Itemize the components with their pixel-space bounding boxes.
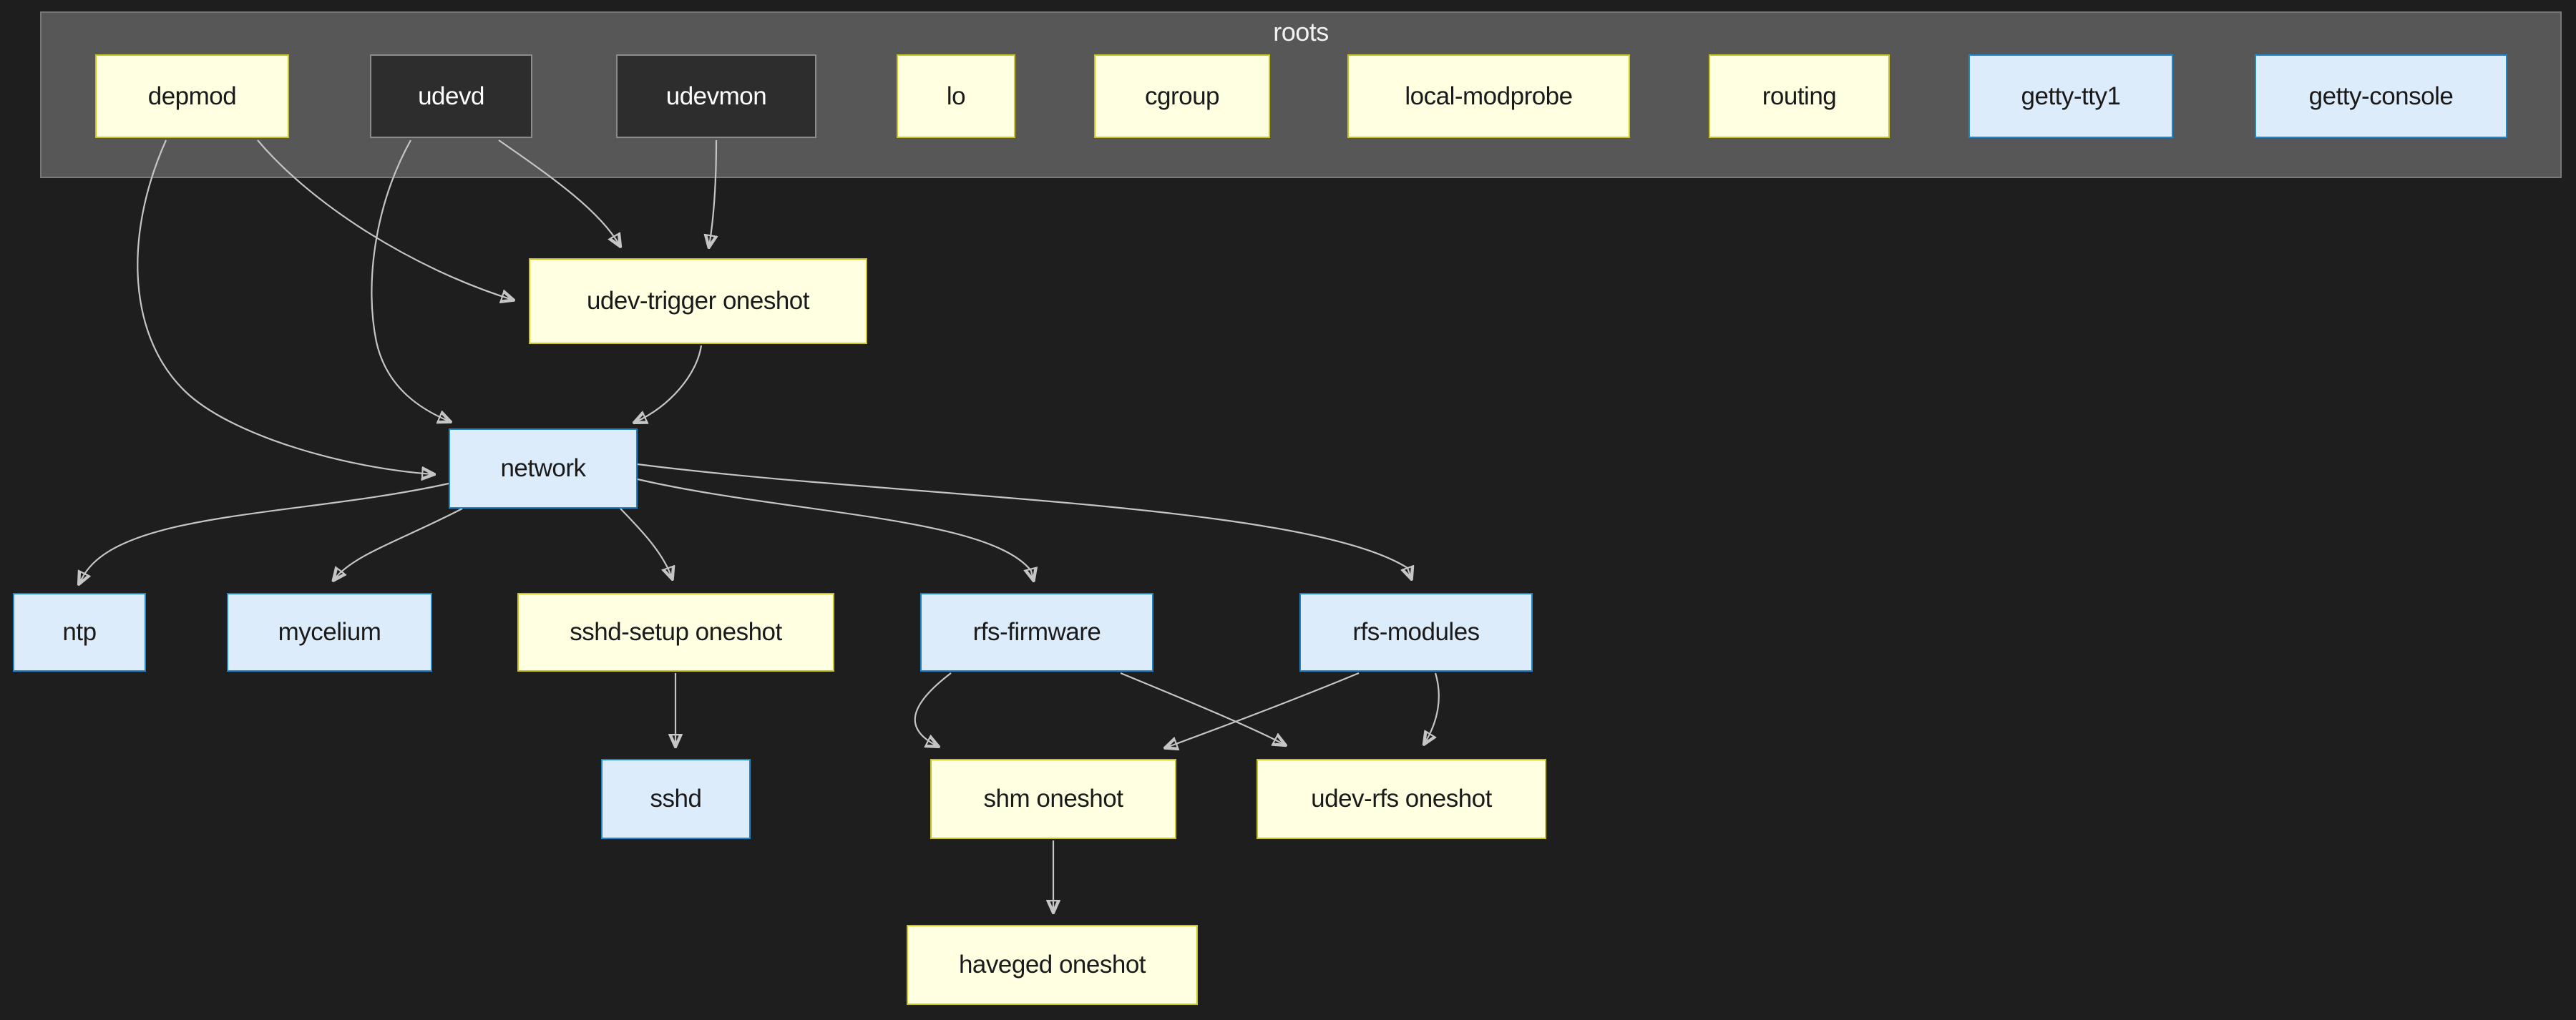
node-network: network bbox=[449, 428, 638, 509]
node-routing: routing bbox=[1709, 54, 1890, 138]
node-rfs-modules: rfs-modules bbox=[1299, 593, 1533, 672]
edge-udevd-to-network bbox=[371, 139, 449, 421]
edge-network-to-sshd-setup bbox=[620, 508, 672, 578]
node-label: udevd bbox=[418, 82, 484, 110]
node-udevd: udevd bbox=[370, 54, 532, 138]
node-mycelium: mycelium bbox=[227, 593, 432, 672]
node-label: sshd-setup oneshot bbox=[570, 618, 782, 646]
edge-network-to-ntp bbox=[79, 482, 449, 583]
edge-rfs-firmware-to-udev-rfs bbox=[1120, 672, 1284, 745]
node-udevmon: udevmon bbox=[616, 54, 816, 138]
edge-network-to-rfs-modules bbox=[637, 463, 1411, 578]
node-haveged-oneshot: haveged oneshot bbox=[907, 925, 1198, 1005]
node-cgroup: cgroup bbox=[1094, 54, 1270, 138]
node-sshd: sshd bbox=[601, 759, 751, 839]
node-label: rfs-modules bbox=[1352, 618, 1480, 646]
node-label: routing bbox=[1762, 82, 1837, 110]
node-label: mycelium bbox=[278, 618, 381, 646]
node-label: udev-rfs oneshot bbox=[1311, 785, 1492, 813]
node-label: lo bbox=[946, 82, 966, 110]
node-label: network bbox=[500, 454, 586, 482]
edge-depmod-to-network bbox=[137, 139, 433, 474]
node-shm-oneshot: shm oneshot bbox=[930, 759, 1176, 839]
node-lo: lo bbox=[897, 54, 1015, 138]
edge-depmod-to-udev-trigger bbox=[257, 139, 512, 300]
node-getty-tty1: getty-tty1 bbox=[1968, 54, 2173, 138]
node-label: udev-trigger oneshot bbox=[586, 287, 810, 315]
node-udev-rfs-oneshot: udev-rfs oneshot bbox=[1257, 759, 1546, 839]
node-label: getty-console bbox=[2308, 82, 2454, 110]
edge-network-to-rfs-firmware bbox=[637, 478, 1033, 579]
edge-udevd-to-udev-trigger bbox=[498, 139, 620, 245]
edge-rfs-firmware-to-shm bbox=[914, 672, 952, 746]
node-label: local-modprobe bbox=[1405, 82, 1573, 110]
edge-udevmon-to-udev-trigger bbox=[709, 139, 716, 246]
node-label: shm oneshot bbox=[983, 785, 1123, 813]
edge-rfs-modules-to-udev-rfs bbox=[1425, 672, 1440, 743]
node-rfs-firmware: rfs-firmware bbox=[920, 593, 1153, 672]
node-depmod: depmod bbox=[95, 54, 289, 138]
node-label: ntp bbox=[62, 618, 97, 646]
edge-udev-trigger-to-network bbox=[635, 345, 703, 422]
node-ntp: ntp bbox=[13, 593, 146, 672]
node-label: rfs-firmware bbox=[972, 618, 1101, 646]
node-local-modprobe: local-modprobe bbox=[1347, 54, 1630, 138]
roots-cluster-label: roots bbox=[1273, 17, 1329, 46]
node-label: depmod bbox=[147, 82, 237, 110]
node-sshd-setup-oneshot: sshd-setup oneshot bbox=[517, 593, 834, 672]
edge-network-to-mycelium bbox=[334, 508, 463, 579]
node-label: getty-tty1 bbox=[2021, 82, 2121, 110]
node-getty-console: getty-console bbox=[2255, 54, 2507, 138]
node-label: cgroup bbox=[1144, 82, 1220, 110]
node-label: haveged oneshot bbox=[958, 951, 1146, 979]
edge-rfs-modules-to-shm bbox=[1166, 672, 1360, 747]
node-udev-trigger-oneshot: udev-trigger oneshot bbox=[529, 258, 867, 344]
node-label: sshd bbox=[650, 785, 702, 813]
node-label: udevmon bbox=[665, 82, 767, 110]
